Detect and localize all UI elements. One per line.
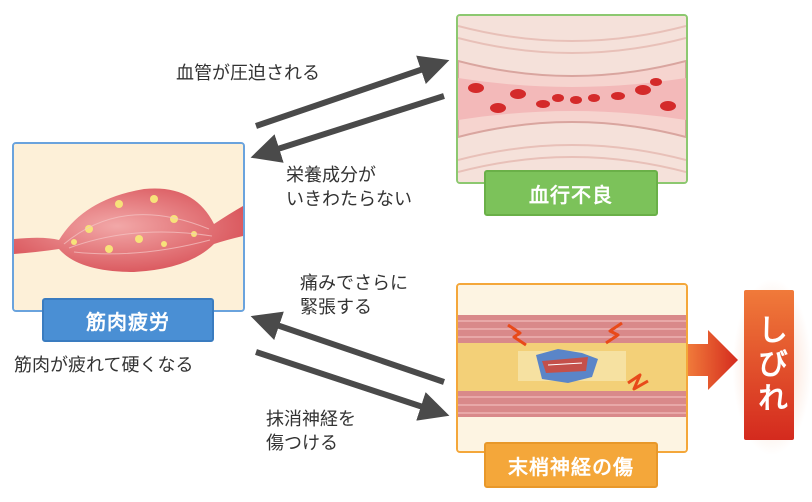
arrow-muscle-to-vessel [255, 55, 450, 129]
caption-vessel-compressed: 血管が圧迫される [176, 63, 320, 84]
arrow-nerve-to-numbness [688, 330, 738, 390]
numbness-result: しびれ [744, 290, 794, 440]
nerve-damage-illustration [456, 283, 688, 453]
arrow-nerve-to-muscle [250, 311, 445, 385]
caption-nutrients-not-reaching: 栄養成分が いきわたらない [286, 165, 412, 210]
nerve-damage-label: 末梢神経の傷 [484, 442, 658, 488]
muscle-fatigue-label: 筋肉疲労 [42, 298, 214, 342]
caption-damage-nerve: 抹消神経を 傷つける [266, 409, 356, 454]
caption-pain-tension: 痛みでさらに 緊張する [300, 273, 408, 318]
arrow-vessel-to-muscle [250, 93, 445, 163]
poor-circulation-label: 血行不良 [484, 170, 658, 216]
arrow-muscle-to-nerve [255, 349, 450, 421]
caption-muscle-stiffens: 筋肉が疲れて硬くなる [14, 355, 194, 376]
muscle-illustration [12, 142, 245, 312]
